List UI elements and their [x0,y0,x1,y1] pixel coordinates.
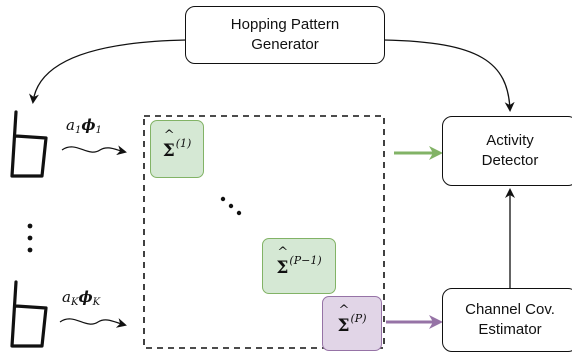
vec-sub: 1 [95,125,102,136]
hat-accent: ^ [163,128,175,143]
hopping-pattern-generator-label: Hopping Pattern Generator [230,16,340,53]
vec: ϕ [78,288,93,306]
channel-cov-estimator-label: Channel Cov. Estimator [465,301,555,338]
covariance-block-p: ^Σ(P) [322,296,382,351]
hopping-to-detector-arrow [383,39,515,112]
vec-sub: K [92,297,101,308]
user-k-signal-arrow [59,318,127,328]
coef: a [62,288,71,306]
covariance-matrix-outline [143,115,385,349]
block-1-index: (1) [175,137,192,150]
sigma-char: Σ [162,141,175,161]
user-1-antenna-icon [10,110,48,178]
sigma-symbol: ^Σ(P) [337,303,367,336]
vec: ϕ [81,116,96,134]
channel-cov-estimator-box: Channel Cov. Estimator [442,288,572,352]
activity-detector-label: Activity Detector [481,132,539,169]
sigma-symbol: ^Σ(P−1) [276,245,322,278]
activity-detector-box: Activity Detector [442,116,572,186]
coef-sub: K [70,297,79,308]
user-1-signal-arrow [61,145,127,156]
sigma-symbol: ^Σ(1) [162,128,192,161]
user-k-antenna-icon [10,280,48,348]
sigma-char: Σ [337,315,350,336]
sigma-char: Σ [276,258,289,278]
hat-accent: ^ [338,302,350,318]
hopping-to-user-arrow [29,39,187,104]
hopping-pattern-generator-box: Hopping Pattern Generator [185,6,385,64]
hat-accent: ^ [277,245,289,260]
block-p-minus-1-index: (P−1) [289,254,322,267]
block-p-index: (P) [350,311,367,325]
coef: a [66,116,75,134]
coef-sub: 1 [74,125,82,136]
covariance-block-p-minus-1: ^Σ(P−1) [262,238,336,294]
users-ellipsis [27,223,33,253]
diagonal-ellipsis [220,196,242,216]
user-k-signal-label: aKϕK [62,288,100,308]
user-1-signal-label: a1ϕ1 [66,116,102,136]
covariance-block-1: ^Σ(1) [150,120,204,178]
